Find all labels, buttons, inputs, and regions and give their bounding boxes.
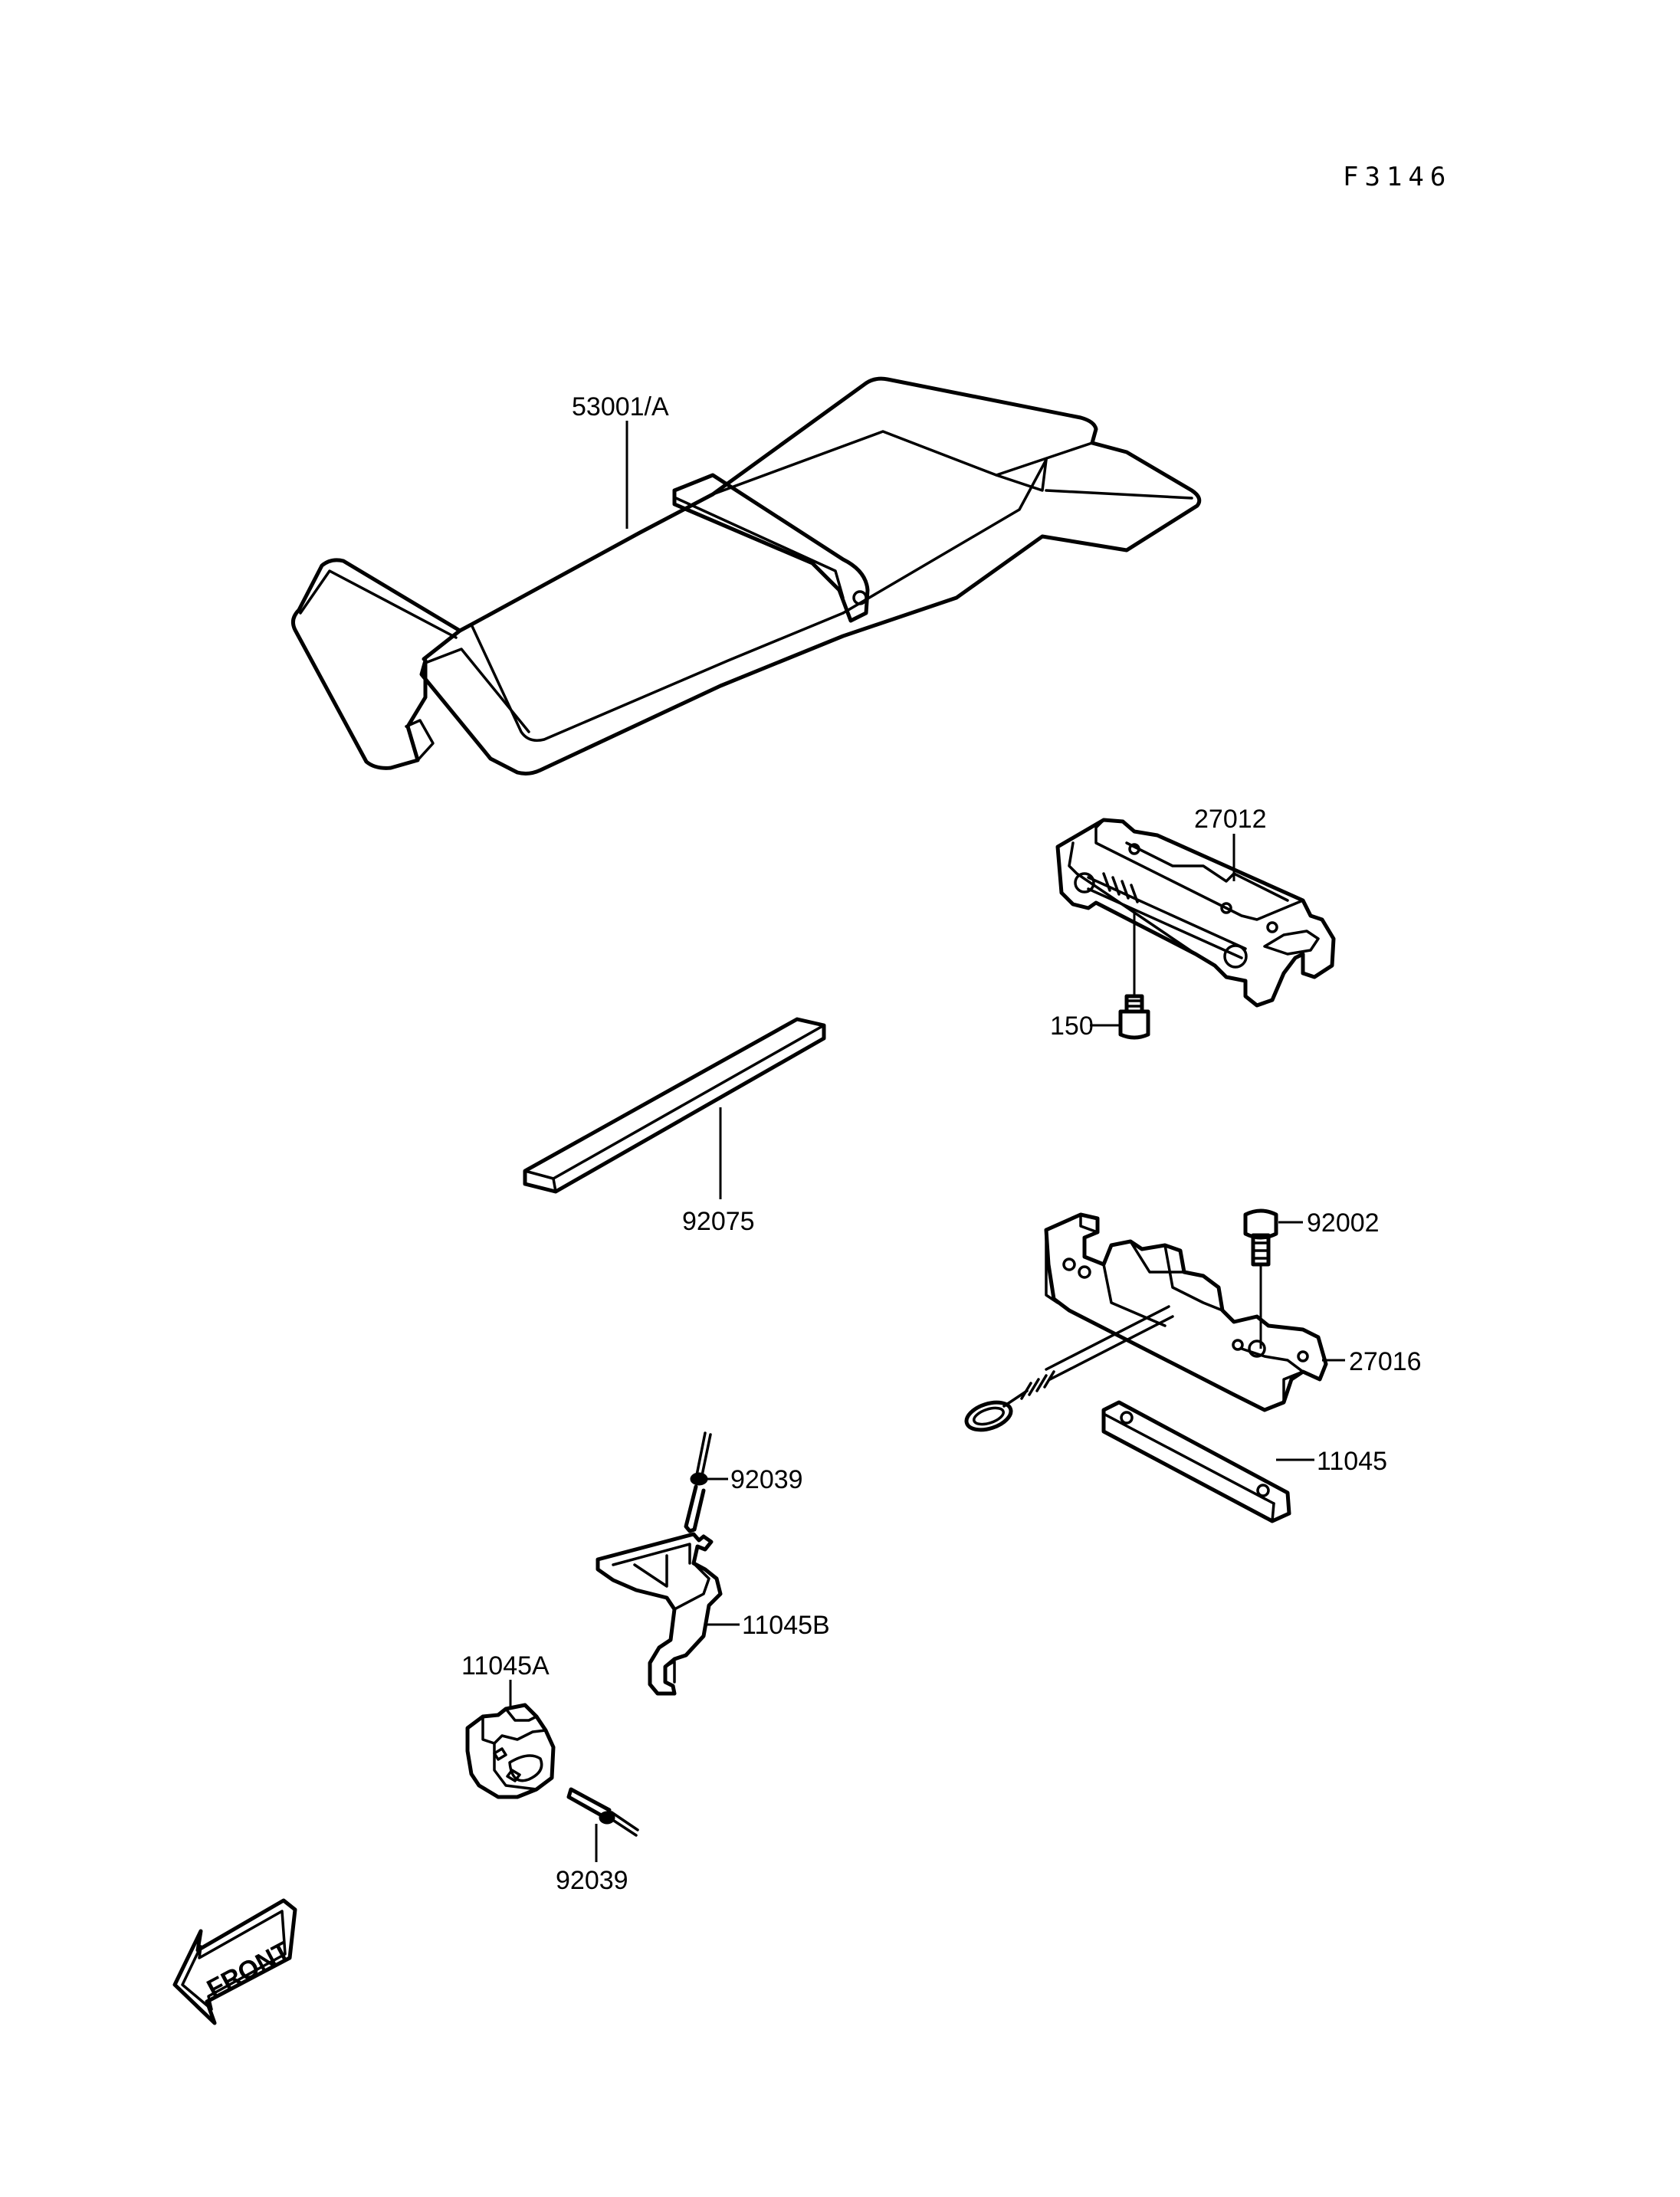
callout-bolt-92002: 92002 [1307, 1208, 1380, 1238]
pin-upper-drawing [684, 1431, 712, 1533]
lock-assembly-drawing [964, 1212, 1328, 1432]
seat-drawing [290, 376, 1202, 776]
front-arrow-icon: FRONT [172, 1898, 297, 2025]
callout-bolt-150: 150 [1050, 1012, 1094, 1041]
holder-a-drawing [465, 1703, 556, 1799]
seat-lock-bracket-drawing [1055, 818, 1336, 1008]
bolt-150-drawing [1118, 994, 1150, 1040]
callout-seat: 53001/A [572, 392, 669, 421]
callout-lock-assembly: 27016 [1349, 1347, 1422, 1376]
callout-plate: 11045 [1317, 1447, 1387, 1476]
bolt-92002-drawing [1243, 1208, 1278, 1267]
callout-holder-a: 11045A [461, 1651, 550, 1681]
callout-bracket-b: 11045B [742, 1611, 830, 1640]
callout-pin-upper: 92039 [730, 1465, 803, 1494]
pad-drawing [523, 1017, 826, 1194]
callout-pin-lower: 92039 [556, 1866, 628, 1895]
front-label: FRONT [202, 1936, 295, 2004]
callout-pad: 92075 [682, 1207, 755, 1236]
bracket-b-drawing [596, 1532, 723, 1696]
plate-drawing [1101, 1400, 1291, 1523]
pin-lower-drawing [566, 1787, 639, 1837]
figure-code: F3146 [1343, 162, 1452, 192]
callout-seat-lock-bracket: 27012 [1194, 805, 1267, 834]
